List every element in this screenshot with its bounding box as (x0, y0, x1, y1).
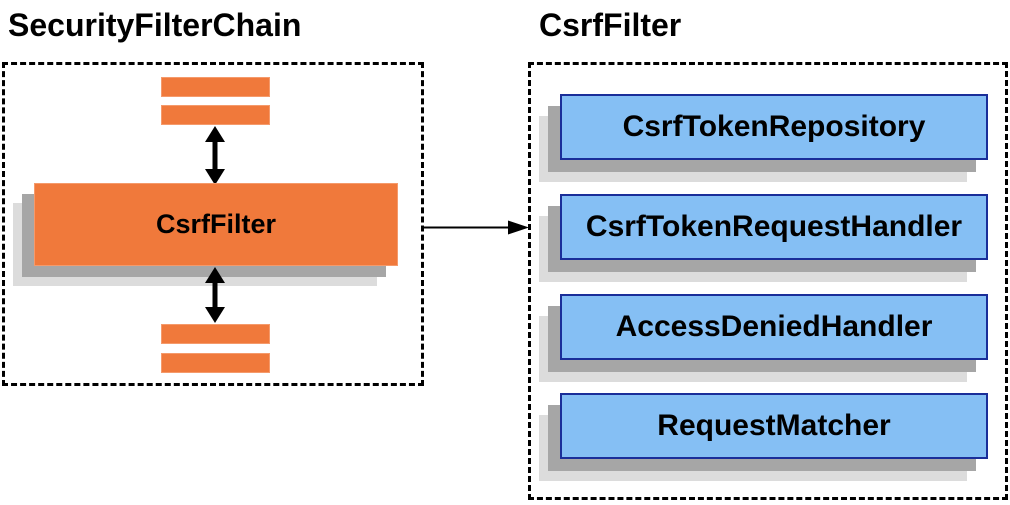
security-filter-chain-panel (2, 62, 424, 386)
right-panel-title: CsrfFilter (539, 7, 682, 43)
component-box-csrf-token-repository: CsrfTokenRepository (560, 94, 988, 160)
component-box-access-denied-handler: AccessDeniedHandler (560, 294, 988, 360)
component-box-request-matcher: RequestMatcher (560, 393, 988, 459)
other-filter-bar (161, 105, 270, 125)
csrf-filter-panel (528, 62, 1008, 500)
left-panel-title: SecurityFilterChain (8, 7, 302, 43)
other-filter-bar (161, 324, 270, 344)
bidirectional-arrow-icon (205, 267, 225, 323)
component-label: AccessDeniedHandler (615, 310, 933, 343)
csrf-filter-box-label: CsrfFilter (155, 209, 277, 239)
bidirectional-arrow-icon (205, 126, 225, 185)
component-label: CsrfTokenRepository (622, 110, 926, 143)
component-box-csrf-token-request-handler: CsrfTokenRequestHandler (560, 194, 988, 260)
csrf-filter-box: CsrfFilter (34, 183, 398, 266)
component-label: CsrfTokenRequestHandler (585, 210, 963, 243)
other-filter-bar (161, 77, 270, 97)
flow-arrow-icon (423, 220, 529, 235)
component-label: RequestMatcher (657, 409, 891, 442)
other-filter-bar (161, 353, 270, 373)
